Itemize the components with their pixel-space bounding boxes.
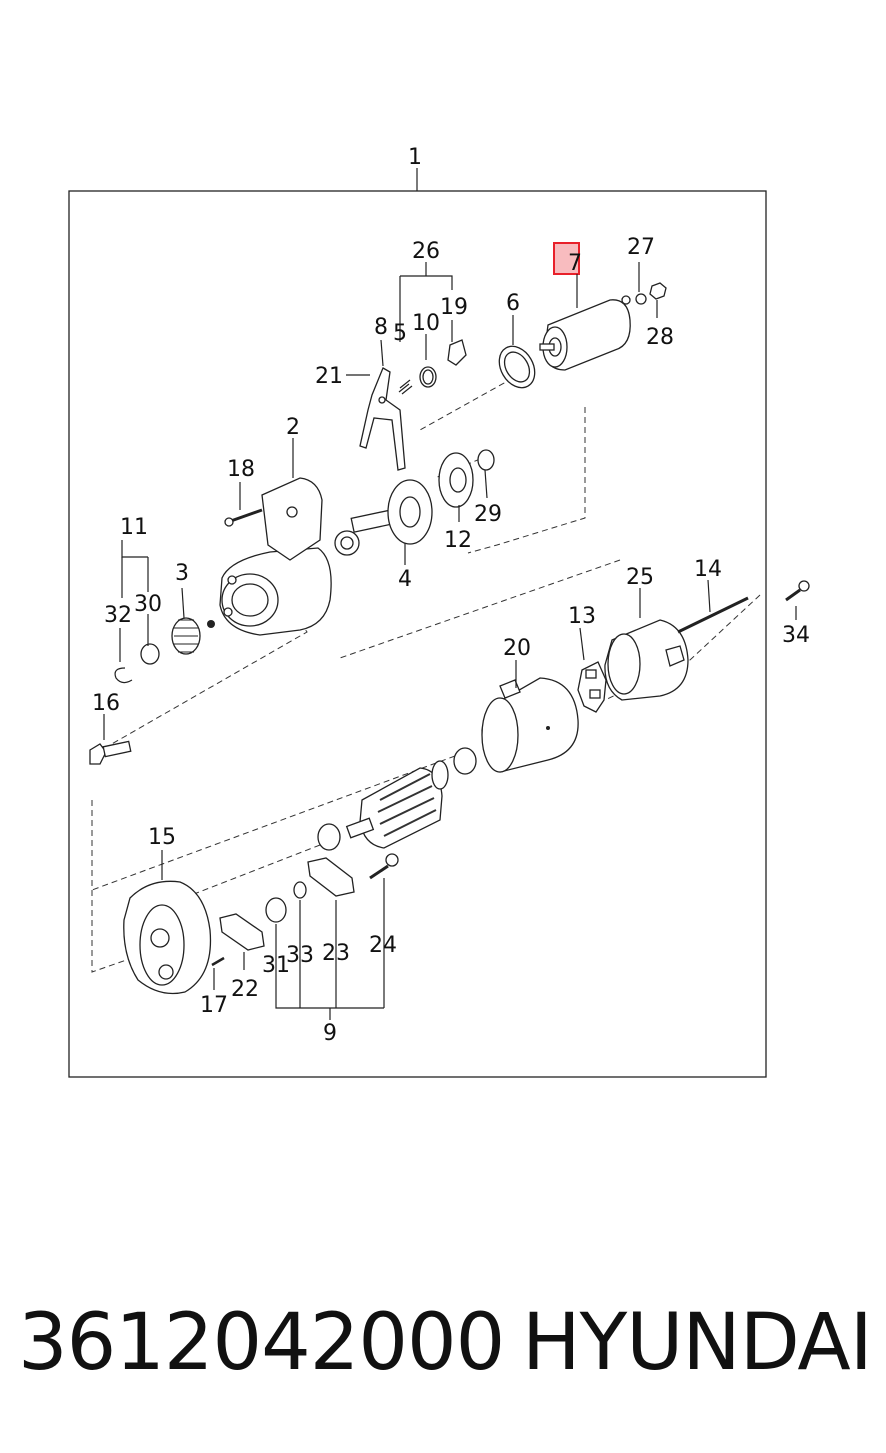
ball-bearing-front[interactable] xyxy=(317,823,341,851)
callout-18[interactable]: 18 xyxy=(227,457,255,482)
callout-16[interactable]: 16 xyxy=(92,691,120,716)
o-ring-small[interactable] xyxy=(293,881,307,899)
yoke-assembly[interactable] xyxy=(481,677,579,773)
callout-34[interactable]: 34 xyxy=(782,623,810,648)
armature[interactable] xyxy=(345,760,449,849)
highlight-box xyxy=(553,242,580,275)
callout-25[interactable]: 25 xyxy=(626,565,654,590)
callout-10[interactable]: 10 xyxy=(412,311,440,336)
callout-3[interactable]: 3 xyxy=(175,561,189,586)
callout-20[interactable]: 20 xyxy=(503,636,531,661)
small-screw[interactable] xyxy=(211,956,225,967)
callout-13[interactable]: 13 xyxy=(568,604,596,629)
callout-5[interactable]: 5 xyxy=(393,321,407,346)
callout-33[interactable]: 33 xyxy=(286,943,314,968)
callout-4[interactable]: 4 xyxy=(398,567,412,592)
cover-plate-left[interactable] xyxy=(219,913,265,951)
callout-22[interactable]: 22 xyxy=(231,977,259,1002)
footer: 3612042000 HYUNDAI xyxy=(0,1298,886,1388)
through-bolt-short[interactable] xyxy=(224,508,263,527)
callout-28[interactable]: 28 xyxy=(646,325,674,350)
callout-29[interactable]: 29 xyxy=(474,502,502,527)
washer[interactable] xyxy=(635,293,647,305)
callout-24[interactable]: 24 xyxy=(369,933,397,958)
assembly-path-lower xyxy=(109,621,308,746)
brush-holder[interactable] xyxy=(577,661,607,713)
callout-labels: 2 3 4 5 6 7 8 9 10 11 12 13 14 15 16 17 … xyxy=(92,235,810,1046)
front-housing[interactable] xyxy=(123,880,212,995)
callout-14[interactable]: 14 xyxy=(694,557,722,582)
thrust-washer[interactable] xyxy=(477,449,495,471)
bushing[interactable] xyxy=(140,643,160,665)
callout-21[interactable]: 21 xyxy=(315,364,343,389)
cover-plate-right[interactable] xyxy=(307,857,355,897)
drive-shaft[interactable] xyxy=(334,479,433,556)
callout-15[interactable]: 15 xyxy=(148,825,176,850)
solenoid-switch[interactable] xyxy=(539,295,631,371)
callout-32[interactable]: 32 xyxy=(104,603,132,628)
through-bolt-long[interactable] xyxy=(677,596,749,634)
plunger-plate[interactable] xyxy=(447,339,467,366)
shift-lever[interactable] xyxy=(359,367,406,471)
mounting-bolt[interactable] xyxy=(369,853,399,880)
callout-27[interactable]: 27 xyxy=(627,235,655,260)
callout-7[interactable]: 7 xyxy=(568,251,582,276)
reduction-gear[interactable] xyxy=(438,452,474,508)
callout-19[interactable]: 19 xyxy=(440,295,468,320)
brand-name: HYUNDAI xyxy=(522,1298,873,1388)
callout-17[interactable]: 17 xyxy=(200,993,228,1018)
drive-housing[interactable] xyxy=(219,477,332,636)
callout-1[interactable]: 1 xyxy=(408,145,422,170)
pinion-gear[interactable] xyxy=(171,617,215,655)
callout-31[interactable]: 31 xyxy=(262,953,290,978)
callout-11[interactable]: 11 xyxy=(120,515,148,540)
callout-30[interactable]: 30 xyxy=(134,592,162,617)
flange-bolt[interactable] xyxy=(89,740,132,765)
assembly-path-upper xyxy=(467,407,586,554)
callout-23[interactable]: 23 xyxy=(322,941,350,966)
callout-9[interactable]: 9 xyxy=(323,1021,337,1046)
callout-2[interactable]: 2 xyxy=(286,415,300,440)
nut[interactable] xyxy=(649,282,667,300)
coil-spring[interactable] xyxy=(419,366,437,388)
callout-6[interactable]: 6 xyxy=(506,291,520,316)
leader-lines xyxy=(103,262,797,1020)
screw[interactable] xyxy=(785,580,810,602)
part-number: 3612042000 xyxy=(18,1298,505,1388)
rear-bracket-cover[interactable] xyxy=(604,619,689,701)
o-ring-large[interactable] xyxy=(265,897,287,923)
ball-bearing-rear[interactable] xyxy=(453,747,477,775)
e-clip[interactable] xyxy=(114,667,133,684)
gasket-ring[interactable] xyxy=(492,340,542,394)
callout-26[interactable]: 26 xyxy=(412,239,440,264)
callout-8[interactable]: 8 xyxy=(374,315,388,340)
callout-12[interactable]: 12 xyxy=(444,528,472,553)
small-spring[interactable] xyxy=(398,379,413,395)
